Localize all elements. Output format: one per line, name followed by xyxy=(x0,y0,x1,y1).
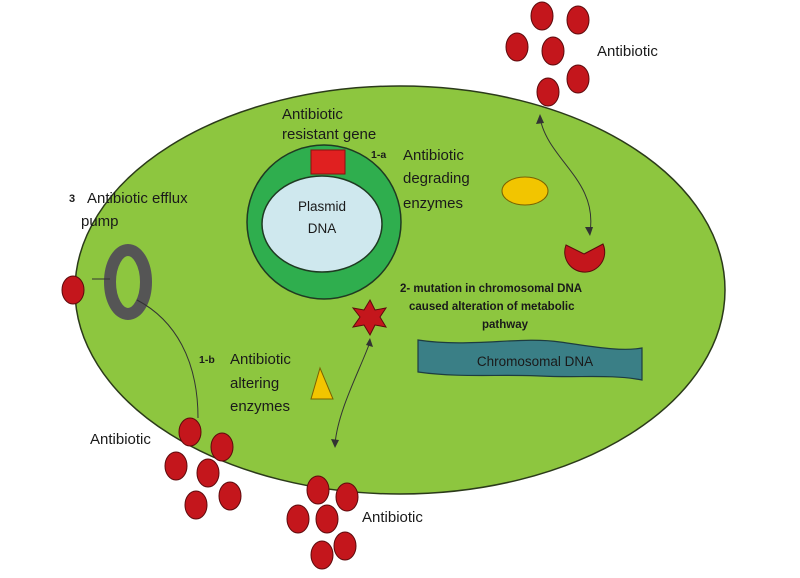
label-1b-line1: Antibiotic xyxy=(230,351,291,368)
arrow-star-to-bottom xyxy=(334,341,371,445)
antibiotic-molecule-icon xyxy=(61,275,85,305)
label-chromosomal-dna: Chromosomal DNA xyxy=(477,354,593,369)
antibiotic-cluster-bottom xyxy=(286,475,359,570)
antibiotic-molecule-icon xyxy=(505,32,529,62)
antibiotic-molecule-icon xyxy=(210,432,234,462)
label-2-line2: caused alteration of metabolic xyxy=(409,301,575,313)
antibiotic-molecule-icon xyxy=(315,504,339,534)
label-3-line2: pump xyxy=(81,213,119,230)
arrowhead xyxy=(536,114,544,124)
antibiotic-molecule-icon xyxy=(566,5,590,35)
antibiotic-cluster-left xyxy=(164,417,242,520)
label-antibiotic-bottom: Antibiotic xyxy=(362,509,423,526)
label-plasmid-line2: DNA xyxy=(308,221,337,236)
antibiotic-molecule-icon xyxy=(164,451,188,481)
label-1b-number: 1-b xyxy=(199,354,215,366)
antibiotic-molecule-icon xyxy=(306,475,330,505)
antibiotic-molecule-icon xyxy=(333,531,357,561)
label-antibiotic-top: Antibiotic xyxy=(597,43,658,60)
efflux-pump-ring-icon xyxy=(104,244,152,320)
label-2-line3: pathway xyxy=(482,319,529,331)
antibiotic-molecule-icon xyxy=(286,504,310,534)
arrow-connectors xyxy=(92,117,592,445)
label-plasmid-line1: Plasmid xyxy=(298,199,346,214)
label-1a-line3: enzymes xyxy=(403,195,463,212)
arrowhead xyxy=(366,338,373,347)
arrow-heads xyxy=(331,114,593,448)
resistant-gene-block xyxy=(310,149,346,175)
antibiotic-molecule-icon xyxy=(335,482,359,512)
label-1a-line2: degrading xyxy=(403,170,470,187)
label-gene-line2: resistant gene xyxy=(282,126,376,143)
label-2-line1: 2- mutation in chromosomal DNA xyxy=(400,283,582,295)
cut-antibiotic-icon xyxy=(564,243,606,273)
label-1a-line1: Antibiotic xyxy=(403,147,464,164)
antibiotic-molecule-icon xyxy=(566,64,590,94)
enzyme-ellipse-icon xyxy=(501,176,549,206)
antibiotic-molecule-icon xyxy=(218,481,242,511)
enzyme-triangle-icon xyxy=(310,366,334,400)
antibiotic-molecule-icon xyxy=(541,36,565,66)
antibiotic-molecule-icon xyxy=(184,490,208,520)
label-3-line1: Antibiotic efflux xyxy=(87,190,188,207)
label-1a-number: 1-a xyxy=(371,149,386,161)
label-gene-line1: Antibiotic xyxy=(282,106,343,123)
antibiotic-molecule-icon xyxy=(178,417,202,447)
antibiotic-molecule-icon xyxy=(530,1,554,31)
antibiotic-molecule-icon xyxy=(536,77,560,107)
antibiotic-molecule-icon xyxy=(196,458,220,488)
label-3-number: 3 xyxy=(69,193,75,205)
antibiotic-molecule-icon xyxy=(310,540,334,570)
label-antibiotic-left: Antibiotic xyxy=(90,431,151,448)
arrowhead xyxy=(331,439,339,448)
antibiotic-cluster-top xyxy=(505,1,590,107)
arrowhead xyxy=(585,227,593,236)
plasmid-core xyxy=(261,175,383,273)
arrow-top-to-cut xyxy=(539,117,592,233)
label-1b-line3: enzymes xyxy=(230,398,290,415)
arrow-pump-to-left xyxy=(136,299,199,419)
label-1b-line2: altering xyxy=(230,375,279,392)
altered-target-star-icon xyxy=(351,298,388,337)
chromosomal-dna-band xyxy=(417,339,643,381)
